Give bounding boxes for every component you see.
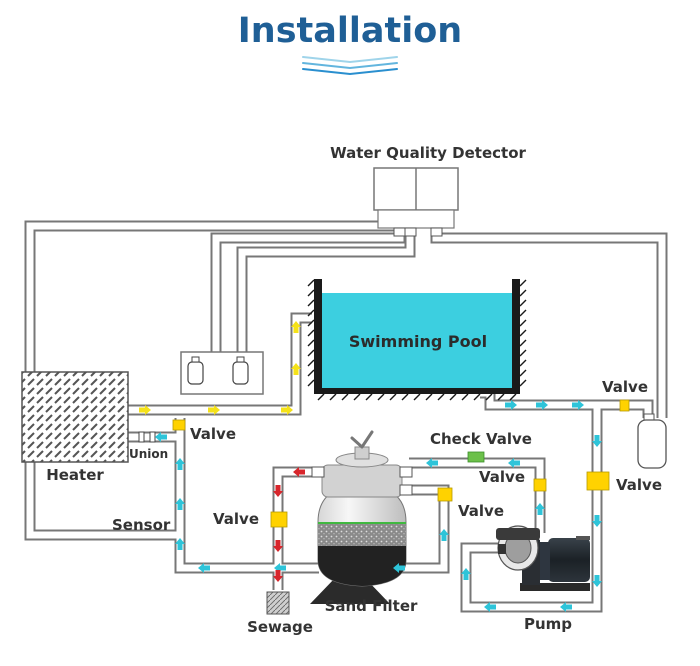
label-valve-main-return: Valve [616,476,662,494]
title-chevrons [302,56,398,76]
label-union: Union [129,447,168,461]
valve-sewage-line [270,511,288,528]
label-pump: Pump [524,615,572,633]
label-sand-filter: Sand Filter [325,597,418,615]
swimming-pool [307,279,527,401]
valve-filter-return [437,487,453,502]
valve-pump-feed [533,478,547,492]
valve-heater-outlet [172,419,186,431]
label-valve-heater: Valve [190,425,236,443]
label-sewage: Sewage [247,618,313,636]
valve-main-return [586,471,610,491]
sand-filter [310,430,413,604]
sewage-drain [266,591,290,615]
page-title: Installation [238,11,462,51]
label-valve-filter-return: Valve [458,502,504,520]
label-valve-sewage: Valve [213,510,259,528]
flow-arrows-cold [155,400,602,612]
flow-arrows-sewage [273,467,305,582]
label-check-valve: Check Valve [430,430,532,448]
flow-arrows-warm [139,321,301,415]
pump [496,525,590,591]
water-quality-detector [373,167,459,237]
sensor-bottle [637,413,667,469]
label-valve-sensor-branch: Valve [602,378,648,396]
check-valve [467,451,485,463]
valve-sensor-branch [619,399,630,412]
label-sensor: Sensor [112,516,171,534]
label-swimming-pool: Swimming Pool [349,332,487,351]
label-water-quality-detector: Water Quality Detector [330,144,526,162]
heater [21,371,129,463]
label-heater: Heater [46,466,104,484]
chemical-tanks [180,351,264,395]
label-valve-pump-feed: Valve [479,468,525,486]
